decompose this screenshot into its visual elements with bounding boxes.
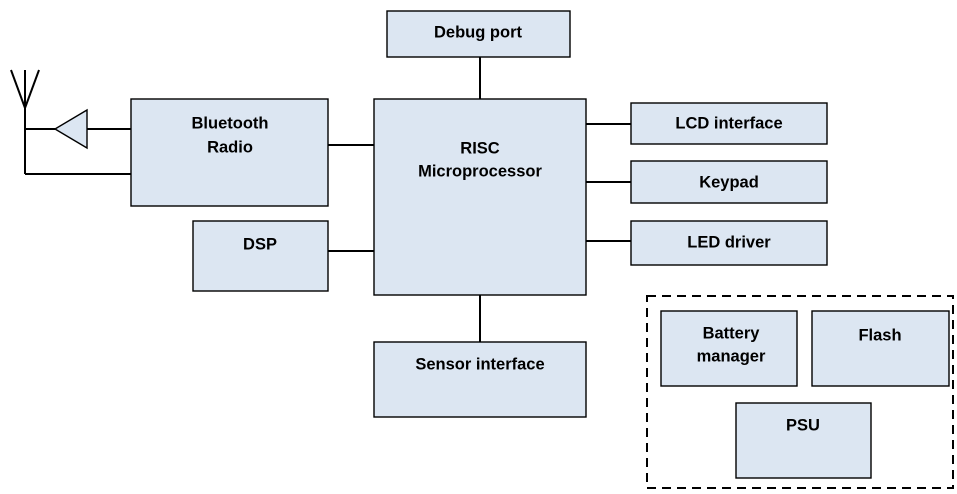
dsp-label: DSP [243,235,277,253]
power-group-border [646,295,954,489]
power-group: Battery manager Flash PSU [646,295,954,489]
debug-port-label: Debug port [434,23,522,41]
bluetooth-radio-block: Bluetooth Radio [130,98,329,207]
psu-label: PSU [786,416,820,434]
dsp-block: DSP [192,220,329,292]
bluetooth-radio-label-line1: Bluetooth [192,114,269,132]
debug-port-block: Debug port [386,10,571,58]
lcd-interface-label: LCD interface [675,114,782,132]
risc-label-line1: RISC [460,139,500,157]
lcd-interface-block: LCD interface [630,102,828,145]
sensor-interface-block: Sensor interface [373,341,587,418]
bluetooth-radio-label-line2: Radio [207,138,253,156]
amplifier-triangle-icon [53,108,88,150]
led-driver-label: LED driver [687,233,771,251]
keypad-block: Keypad [630,160,828,204]
sensor-interface-label: Sensor interface [415,355,544,373]
battery-manager-label-line1: Battery [703,324,761,342]
battery-manager-block: Battery manager [660,310,798,387]
flash-label: Flash [858,326,901,344]
risc-microprocessor-block: RISC Microprocessor [373,98,587,296]
battery-manager-label-line2: manager [697,347,766,365]
antenna-icon [10,69,40,109]
flash-block: Flash [811,310,950,387]
keypad-label: Keypad [699,173,759,191]
led-driver-block: LED driver [630,220,828,266]
psu-block: PSU [735,402,872,479]
risc-label-line2: Microprocessor [418,162,542,180]
connections [24,57,631,342]
